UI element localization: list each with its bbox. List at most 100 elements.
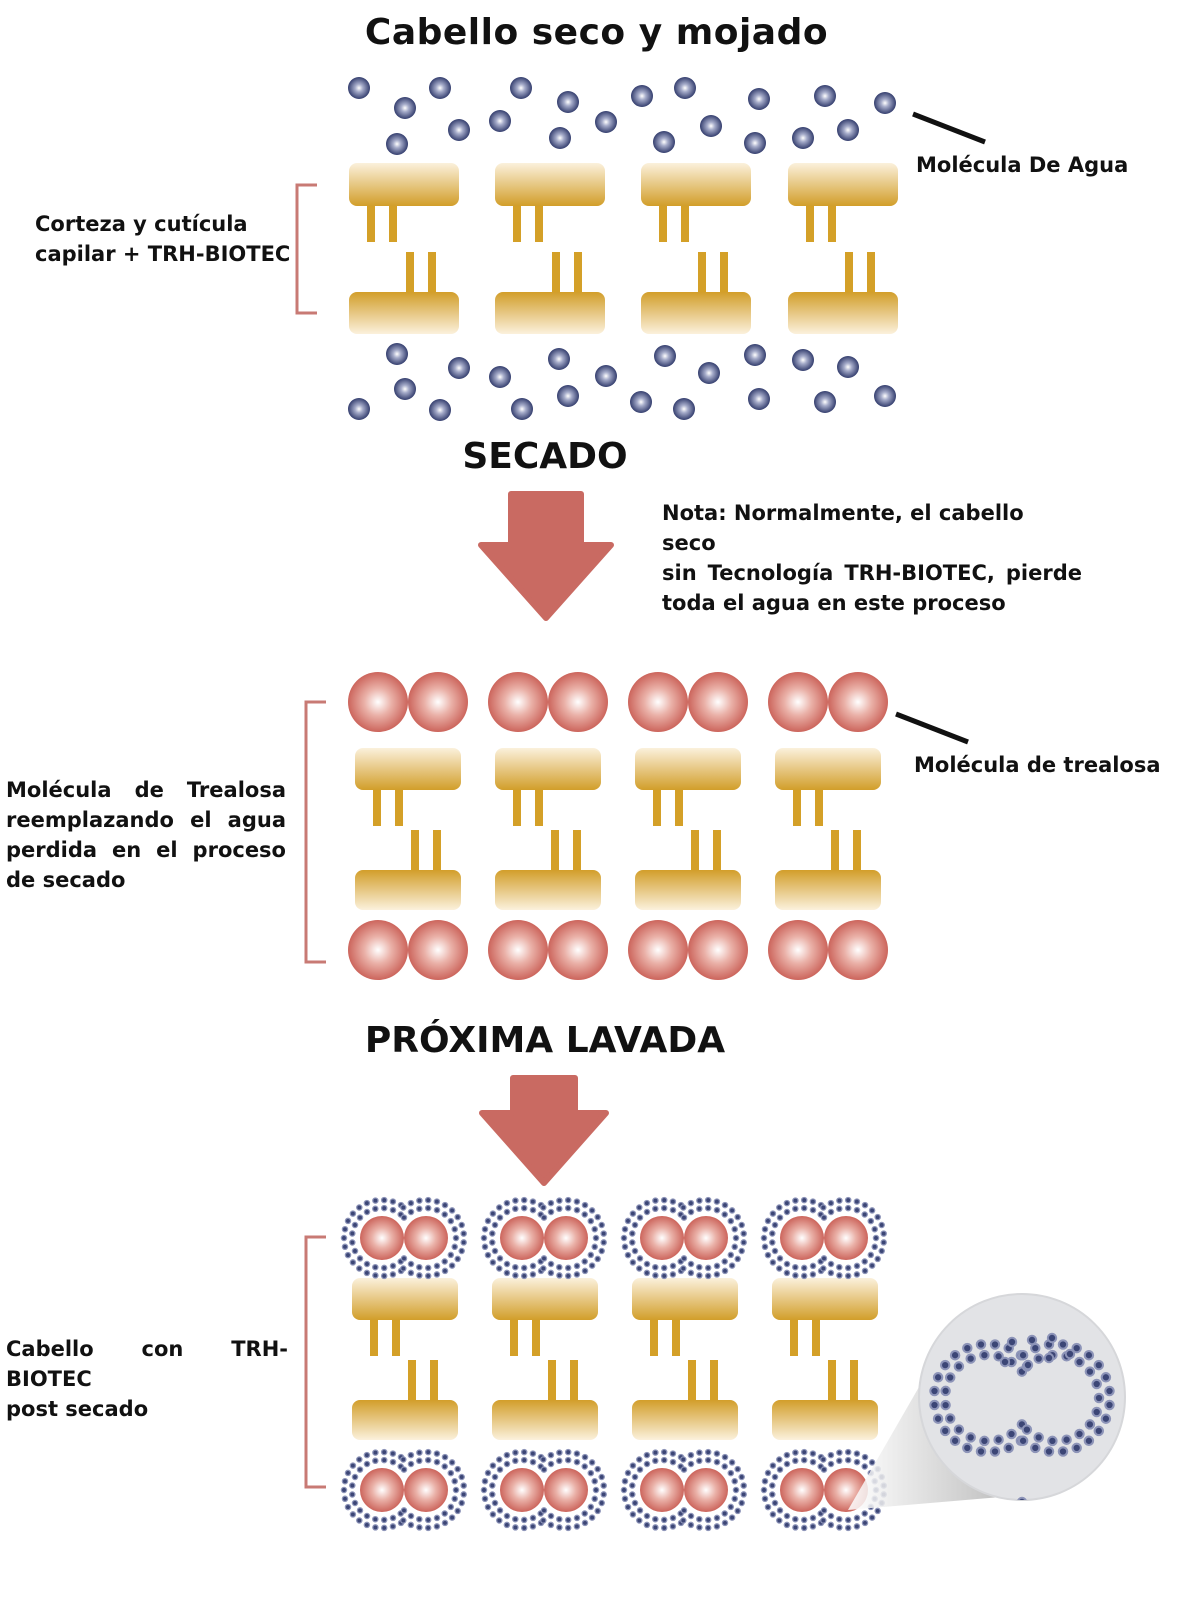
bound-water-molecule — [669, 1523, 677, 1530]
bound-water-molecule — [680, 1507, 688, 1514]
bound-water-molecule — [853, 1271, 861, 1278]
bound-water-molecule — [713, 1271, 721, 1278]
bound-water-molecule — [356, 1456, 363, 1463]
bound-water-molecule — [853, 1198, 861, 1205]
bound-water-molecule — [827, 1260, 835, 1268]
bound-water-molecule — [587, 1251, 595, 1259]
keratin-bond-pin — [535, 202, 543, 242]
bound-water-molecule — [451, 1243, 458, 1251]
bound-water-molecule — [771, 1221, 779, 1229]
bound-water-molecule — [496, 1255, 504, 1262]
trehalose-molecule — [628, 672, 688, 732]
bound-water-molecule — [1091, 1378, 1102, 1390]
bound-water-molecule — [713, 1523, 721, 1530]
bound-water-molecule — [389, 1523, 397, 1530]
bound-water-molecule — [939, 1425, 951, 1437]
water-molecule — [489, 366, 511, 388]
bound-water-molecule — [738, 1221, 745, 1229]
bound-water-molecule — [1030, 1442, 1041, 1454]
bound-water-molecule — [441, 1463, 448, 1470]
bound-water-molecule — [760, 1234, 768, 1242]
bound-water-molecule — [529, 1271, 537, 1278]
bound-water-molecule — [629, 1239, 636, 1246]
bound-water-molecule — [844, 1456, 852, 1464]
bound-water-molecule — [660, 1516, 668, 1524]
bound-water-molecule — [503, 1460, 511, 1468]
keratin-bond-pin — [713, 830, 721, 874]
trehalose-molecule — [780, 1468, 824, 1512]
section-bracket — [295, 183, 317, 315]
bound-water-molecule — [836, 1457, 843, 1465]
water-molecule — [744, 344, 766, 366]
bound-water-molecule — [652, 1272, 659, 1279]
bound-water-molecule — [721, 1267, 729, 1275]
bound-water-molecule — [581, 1510, 588, 1517]
bound-water-molecule — [592, 1486, 600, 1494]
bound-water-molecule — [853, 1262, 861, 1270]
step-next-wash-heading: PRÓXIMA LAVADA — [364, 1020, 726, 1061]
bound-water-molecule — [407, 1521, 415, 1529]
bound-water-molecule — [949, 1349, 961, 1361]
bound-water-molecule — [713, 1206, 721, 1214]
bound-water-molecule — [520, 1272, 528, 1280]
bound-water-molecule — [389, 1262, 397, 1270]
bound-water-molecule — [867, 1251, 875, 1259]
bound-water-molecule — [761, 1243, 769, 1251]
trehalose-molecule — [780, 1216, 824, 1260]
bound-water-molecule — [800, 1516, 808, 1524]
keratin-block — [635, 870, 741, 910]
keratin-block — [352, 1278, 458, 1320]
keratin-bond-pin — [672, 1316, 680, 1356]
bound-water-molecule — [868, 1262, 876, 1269]
bound-water-molecule — [776, 1204, 783, 1211]
bound-water-molecule — [660, 1204, 668, 1212]
bound-water-molecule — [591, 1243, 598, 1251]
bound-water-molecule — [503, 1451, 511, 1459]
bound-water-molecule — [448, 1514, 456, 1521]
trehalose-molecule — [404, 1216, 448, 1260]
bound-water-molecule — [727, 1251, 735, 1259]
trehalose-molecule — [640, 1216, 684, 1260]
bound-water-molecule — [540, 1255, 548, 1262]
trehalose-molecule — [548, 672, 608, 732]
bound-water-molecule — [581, 1267, 589, 1275]
bound-water-molecule — [861, 1510, 868, 1517]
bound-water-molecule — [349, 1511, 357, 1518]
bound-water-molecule — [380, 1524, 388, 1532]
bound-water-molecule — [598, 1473, 605, 1481]
bound-water-molecule — [540, 1466, 548, 1473]
water-molecule — [595, 111, 617, 133]
bound-water-molecule — [1047, 1435, 1058, 1447]
bound-water-molecule — [861, 1267, 869, 1275]
bound-water-molecule — [460, 1491, 467, 1498]
bound-water-molecule — [727, 1503, 735, 1511]
bound-water-molecule — [827, 1460, 835, 1468]
bound-water-molecule — [820, 1517, 827, 1524]
keratin-bond-pin — [373, 786, 381, 826]
water-molecule — [557, 91, 579, 113]
bound-water-molecule — [680, 1456, 687, 1463]
bound-water-molecule — [380, 1272, 388, 1280]
bound-water-molecule — [573, 1450, 581, 1457]
bound-water-molecule — [827, 1512, 835, 1520]
bound-water-molecule — [861, 1258, 868, 1265]
bound-water-molecule — [591, 1477, 598, 1485]
bound-water-molecule — [380, 1196, 388, 1204]
bound-water-molecule — [380, 1456, 388, 1464]
bound-water-molecule — [979, 1435, 990, 1447]
keratin-bond-pin — [574, 252, 582, 296]
bound-water-molecule — [827, 1199, 835, 1207]
bound-water-molecule — [827, 1208, 835, 1216]
bound-water-molecule — [556, 1263, 563, 1271]
bound-water-molecule — [591, 1225, 598, 1233]
bound-water-molecule — [704, 1516, 712, 1524]
bound-water-molecule — [631, 1473, 639, 1481]
bound-water-molecule — [1100, 1413, 1112, 1424]
section3-label: Cabello con TRH-BIOTEC post secado — [6, 1334, 288, 1424]
bound-water-molecule — [407, 1208, 415, 1216]
free-water-molecule — [1026, 1334, 1038, 1346]
water-molecule — [630, 391, 652, 413]
water-molecule — [814, 85, 836, 107]
trehalose-molecule — [768, 672, 828, 732]
bound-water-molecule — [680, 1255, 688, 1262]
